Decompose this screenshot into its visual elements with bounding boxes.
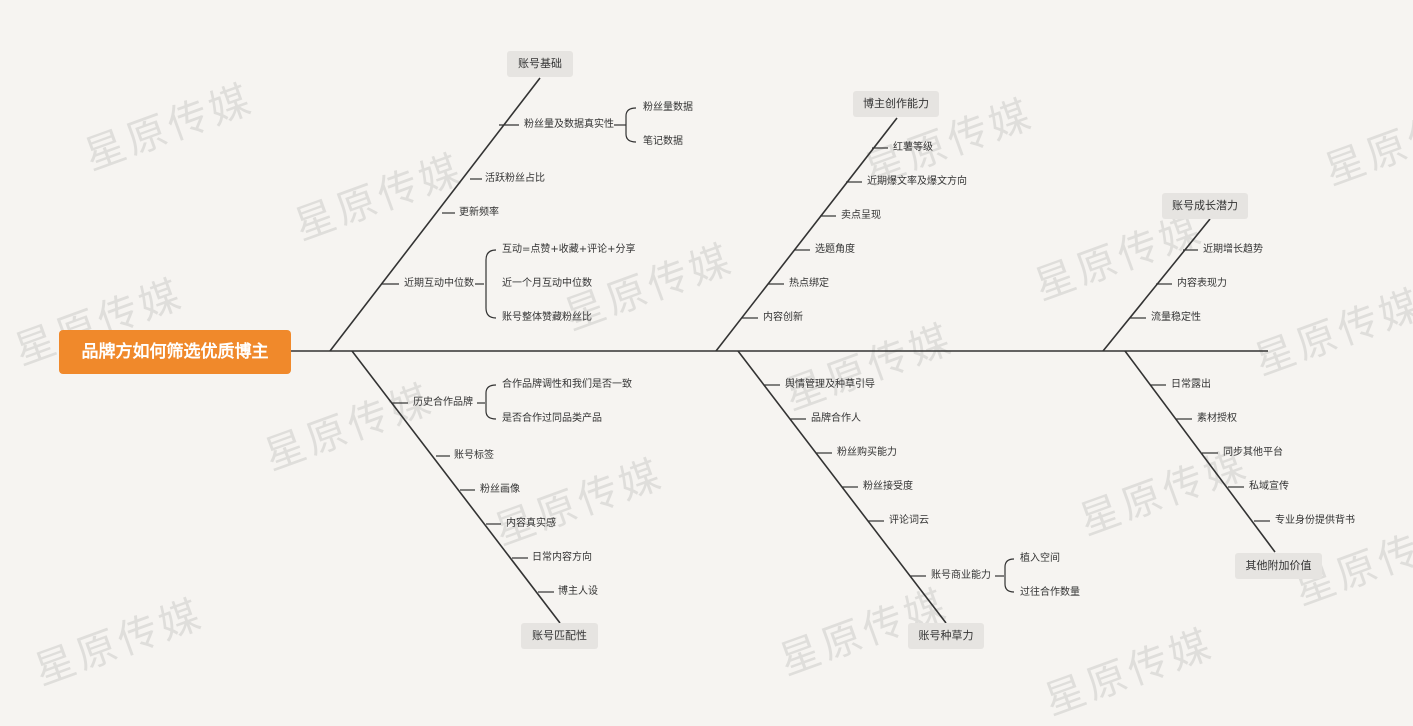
item-traffic-stability[interactable]: 流量稳定性 bbox=[1151, 312, 1201, 323]
item-past-brands[interactable]: 历史合作品牌 bbox=[413, 397, 473, 408]
root-topic[interactable]: 品牌方如何筛选优质博主 bbox=[59, 330, 291, 374]
item-viral-rate[interactable]: 近期爆文率及爆文方向 bbox=[867, 176, 967, 187]
category-creator-ability[interactable]: 博主创作能力 bbox=[853, 91, 939, 117]
subitem-note-data[interactable]: 笔记数据 bbox=[643, 136, 683, 147]
category-extra-value[interactable]: 其他附加价值 bbox=[1235, 553, 1322, 579]
category-growth-potential[interactable]: 账号成长潜力 bbox=[1162, 193, 1248, 219]
item-daily-exposure[interactable]: 日常露出 bbox=[1171, 379, 1211, 390]
item-content-expressiveness[interactable]: 内容表现力 bbox=[1177, 278, 1227, 289]
subitem-monthly-interaction-median[interactable]: 近一个月互动中位数 bbox=[502, 278, 592, 289]
item-redbook-level[interactable]: 红薯等级 bbox=[893, 142, 933, 153]
subitem-past-collab-count[interactable]: 过往合作数量 bbox=[1020, 587, 1080, 598]
item-active-follower-ratio[interactable]: 活跃粉丝占比 bbox=[485, 173, 545, 184]
fishbone-diagram: 星原传媒 星原传媒 星原传媒 星原传媒 星原传媒 星原传媒 星原传媒 星原传媒 … bbox=[9, 51, 1413, 724]
item-update-frequency[interactable]: 更新频率 bbox=[459, 207, 499, 218]
item-follower-profile[interactable]: 粉丝画像 bbox=[480, 484, 520, 495]
item-sync-platforms[interactable]: 同步其他平台 bbox=[1223, 447, 1283, 458]
connector-lines bbox=[291, 77, 1276, 624]
item-content-authenticity[interactable]: 内容真实感 bbox=[506, 518, 556, 529]
item-professional-endorsement[interactable]: 专业身份提供背书 bbox=[1275, 515, 1355, 526]
item-recent-interaction-median[interactable]: 近期互动中位数 bbox=[404, 278, 474, 289]
category-seeding-power[interactable]: 账号种草力 bbox=[908, 623, 984, 649]
item-purchasing-power[interactable]: 粉丝购买能力 bbox=[837, 447, 897, 458]
item-growth-trend[interactable]: 近期增长趋势 bbox=[1203, 244, 1263, 255]
subitem-interaction-formula[interactable]: 互动=点赞+收藏+评论+分享 bbox=[502, 244, 636, 255]
subitem-like-save-follower-ratio[interactable]: 账号整体赞藏粉丝比 bbox=[502, 312, 592, 323]
item-follower-authenticity[interactable]: 粉丝量及数据真实性 bbox=[524, 119, 614, 130]
subitem-placement-space[interactable]: 植入空间 bbox=[1020, 553, 1060, 564]
category-account-basics[interactable]: 账号基础 bbox=[507, 51, 573, 77]
subitem-follower-data[interactable]: 粉丝量数据 bbox=[643, 102, 693, 113]
item-follower-acceptance[interactable]: 粉丝接受度 bbox=[863, 481, 913, 492]
item-commercial-ability[interactable]: 账号商业能力 bbox=[931, 570, 991, 581]
item-selling-point[interactable]: 卖点呈现 bbox=[841, 210, 881, 221]
item-daily-content[interactable]: 日常内容方向 bbox=[532, 552, 592, 563]
subitem-brand-tone-match[interactable]: 合作品牌调性和我们是否一致 bbox=[502, 379, 632, 390]
item-private-domain[interactable]: 私域宣传 bbox=[1249, 481, 1289, 492]
item-brand-partner[interactable]: 品牌合作人 bbox=[811, 413, 861, 424]
item-content-innovation[interactable]: 内容创新 bbox=[763, 312, 803, 323]
subitem-same-category[interactable]: 是否合作过同品类产品 bbox=[502, 413, 602, 424]
item-topic-angle[interactable]: 选题角度 bbox=[815, 244, 855, 255]
item-comment-wordcloud[interactable]: 评论词云 bbox=[889, 515, 929, 526]
item-account-tags[interactable]: 账号标签 bbox=[454, 450, 494, 461]
item-material-license[interactable]: 素材授权 bbox=[1197, 413, 1237, 424]
category-account-fit[interactable]: 账号匹配性 bbox=[521, 623, 598, 649]
item-sentiment-management[interactable]: 舆情管理及种草引导 bbox=[785, 379, 875, 390]
item-hot-topic[interactable]: 热点绑定 bbox=[789, 278, 829, 289]
item-creator-persona[interactable]: 博主人设 bbox=[558, 586, 598, 597]
